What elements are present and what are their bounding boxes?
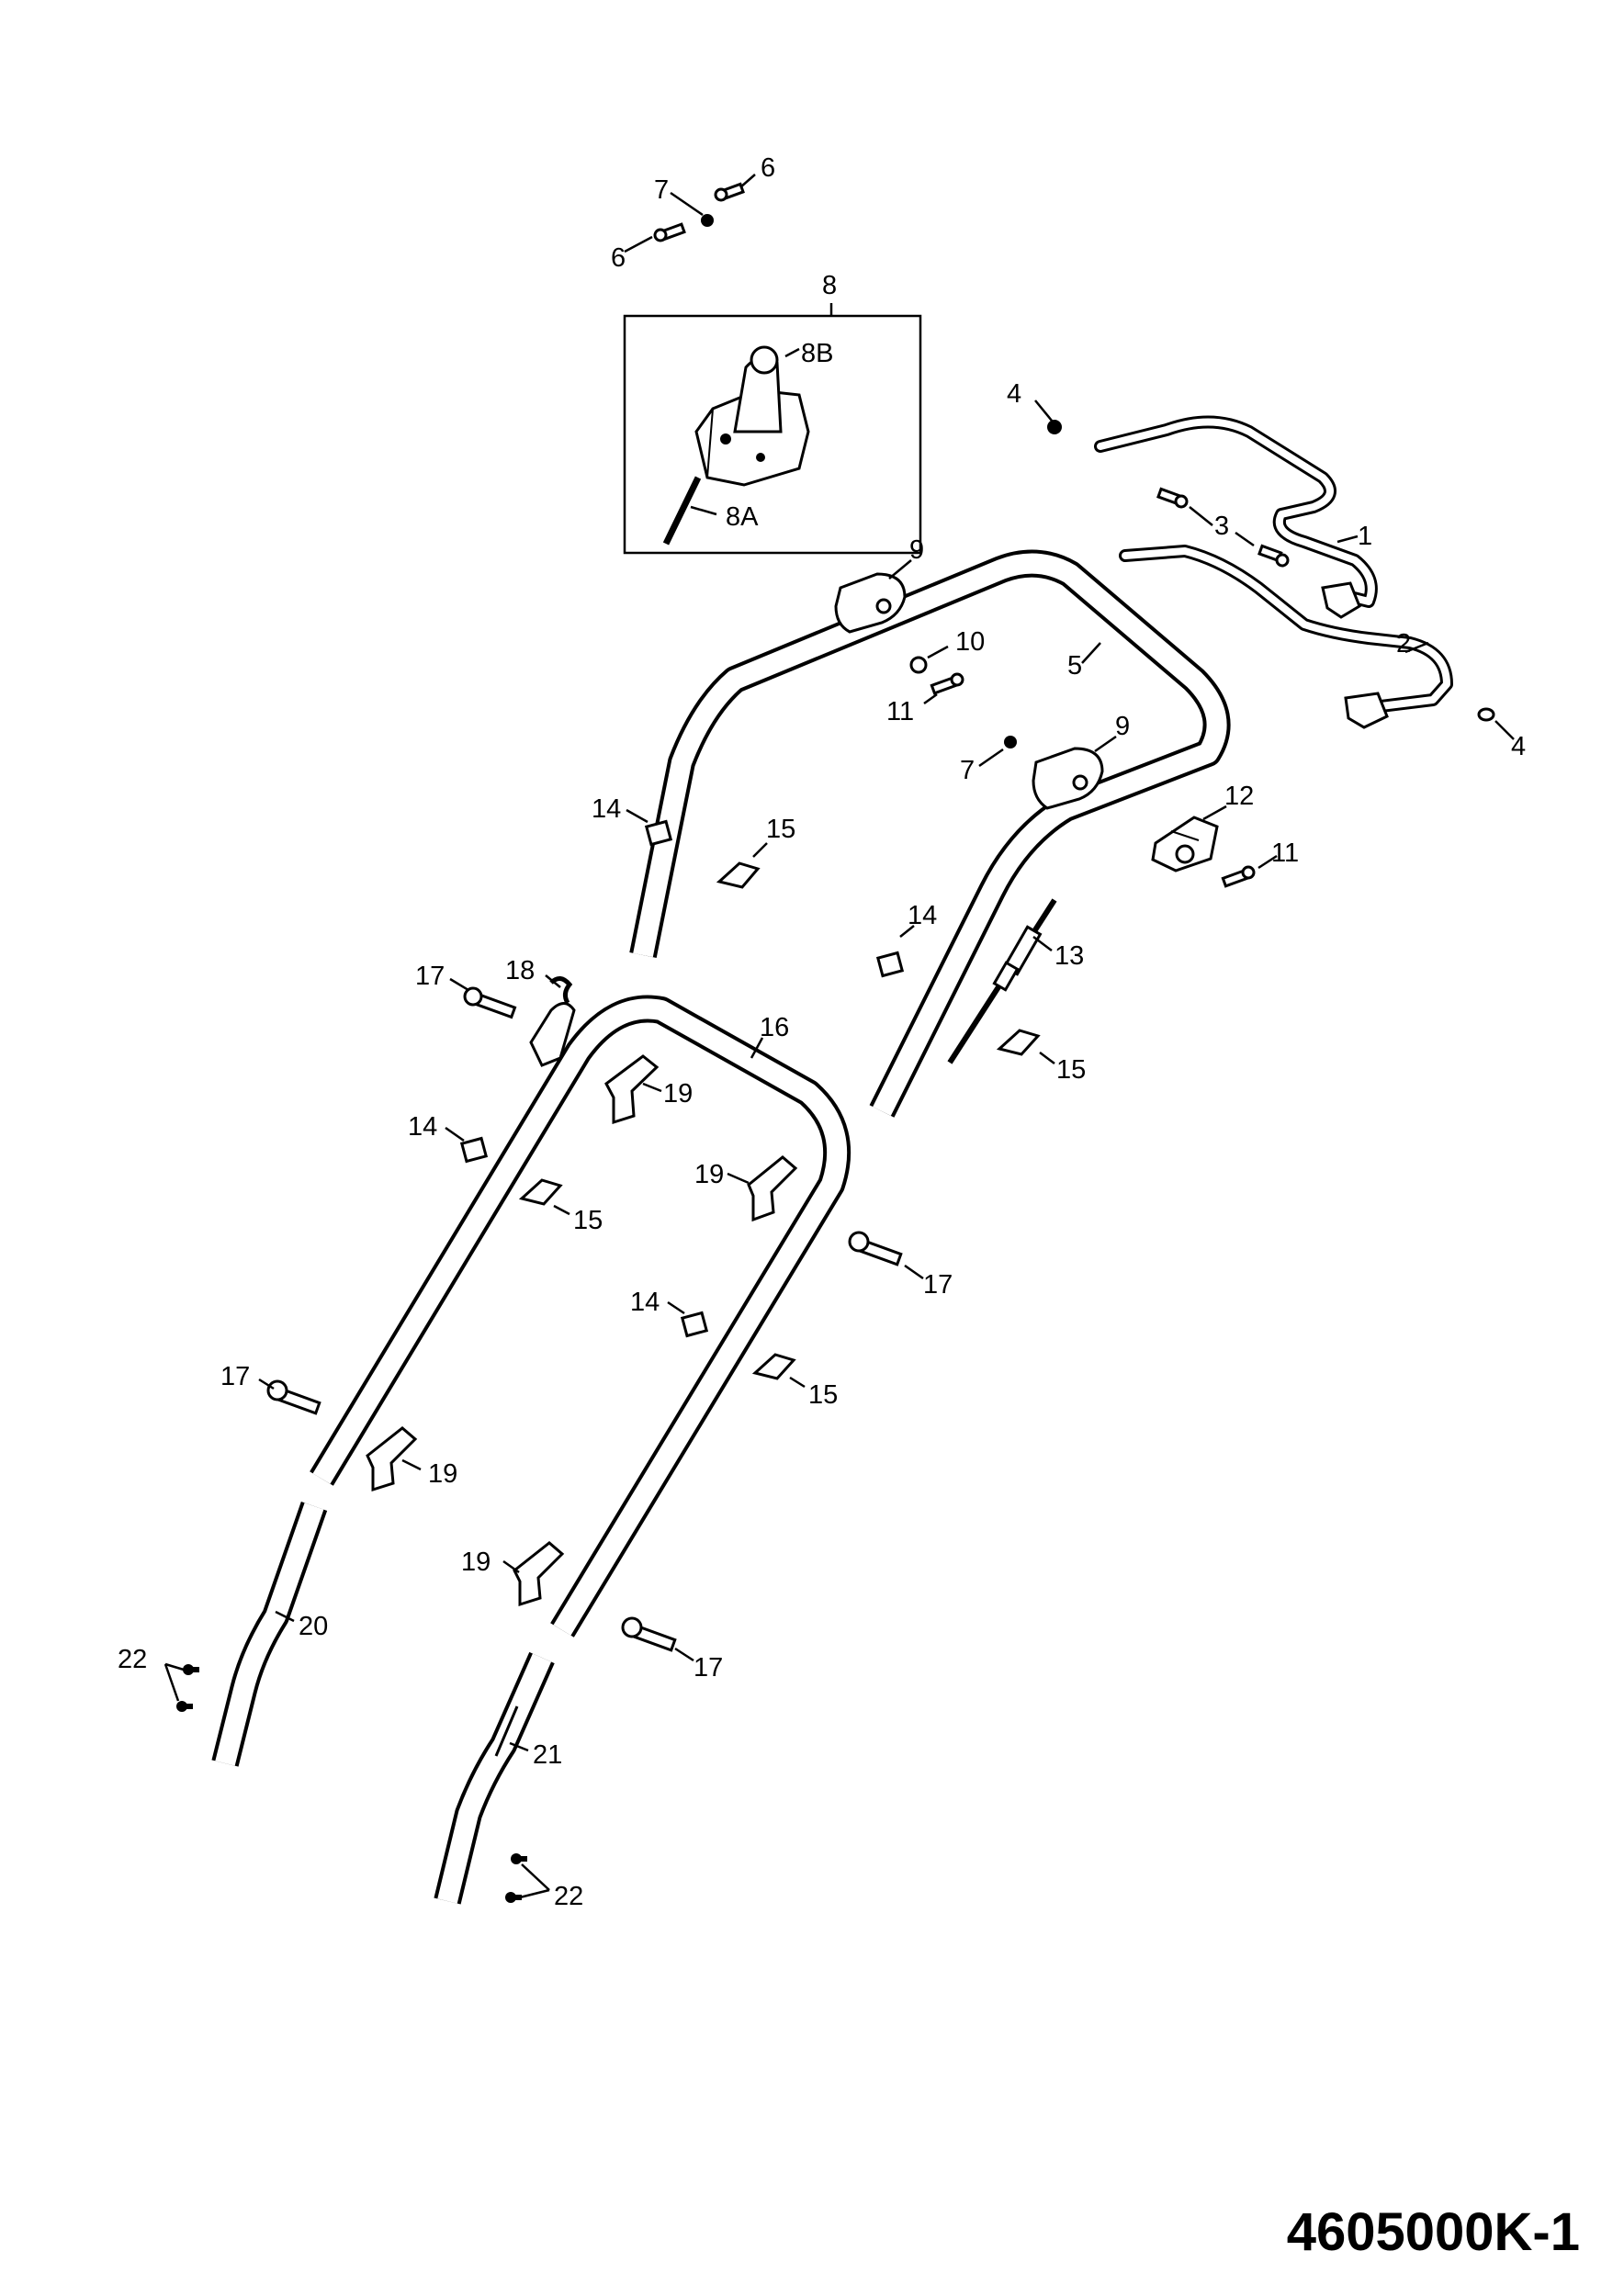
callout-3: 3 — [1214, 512, 1229, 541]
throttle-lever-part-8b — [694, 345, 810, 487]
callout-11-upper: 11 — [886, 697, 914, 726]
callout-2: 2 — [1396, 629, 1411, 658]
nut-part-4-top — [1047, 420, 1062, 434]
screw-part-6-top — [714, 182, 745, 202]
screws-part-22-left — [176, 1664, 199, 1712]
callout-4-top: 4 — [1007, 379, 1021, 409]
drawing-number: 4605000K-1 — [1286, 2202, 1580, 2262]
knob-part-19-c — [366, 1426, 418, 1492]
bolt-part-17-right — [848, 1231, 903, 1266]
knob-part-19-b — [747, 1155, 798, 1222]
plate-part-15-upper-right — [996, 1029, 1041, 1056]
callout-12: 12 — [1224, 782, 1254, 811]
clip-part-4-right — [1477, 707, 1495, 722]
throttle-cable-part-8a — [662, 476, 702, 546]
callout-8: 8 — [822, 271, 837, 300]
lower-handle-part-16 — [310, 995, 851, 1638]
callout-9-lower: 9 — [1115, 712, 1130, 741]
washer-part-10 — [909, 656, 928, 674]
throttle-control-kit-box — [623, 314, 922, 555]
screw-part-11-upper — [930, 672, 964, 695]
callout-21: 21 — [533, 1740, 562, 1770]
callout-19-c: 19 — [428, 1459, 457, 1489]
callout-13: 13 — [1054, 941, 1084, 971]
callout-10: 10 — [955, 627, 985, 657]
plate-part-15-upper-left — [716, 861, 761, 889]
control-bail-rod-part-1 — [1094, 415, 1378, 619]
callout-14-a: 14 — [592, 794, 621, 824]
callout-9-upper: 9 — [909, 535, 924, 565]
spacer-part-14-lower-right — [680, 1311, 709, 1338]
drive-bail-rod-part-2 — [1119, 545, 1453, 729]
callout-22-left: 22 — [118, 1645, 147, 1674]
callout-15-b: 15 — [1056, 1055, 1086, 1085]
spacer-part-14-upper-left — [644, 819, 673, 847]
callout-16: 16 — [760, 1013, 789, 1042]
spacer-part-14-lower-left — [459, 1136, 489, 1164]
cable-guide-part-9-lower — [1032, 747, 1104, 810]
callout-14-b: 14 — [908, 901, 937, 930]
lower-tube-part-21 — [434, 1651, 555, 1905]
bolt-part-17-left — [266, 1379, 321, 1415]
nut-part-7-mid — [1004, 736, 1017, 748]
callout-7-mid: 7 — [960, 756, 975, 785]
callout-18: 18 — [505, 956, 535, 985]
screw-part-11-lower — [1221, 865, 1256, 888]
callout-19-d: 19 — [461, 1548, 491, 1577]
knob-part-19-a — [604, 1054, 660, 1125]
callout-17-b: 17 — [923, 1270, 953, 1300]
upper-handle-part-5 — [629, 549, 1231, 1118]
callout-15-d: 15 — [808, 1380, 838, 1410]
plate-part-15-lower-right — [751, 1353, 796, 1380]
cable-part-13 — [947, 898, 1057, 1064]
callout-19-a: 19 — [663, 1079, 693, 1109]
callout-17-d: 17 — [694, 1653, 723, 1683]
cable-guide-part-9-upper — [834, 572, 907, 634]
callout-14-c: 14 — [408, 1112, 437, 1142]
bolt-part-17-top-left — [463, 986, 517, 1019]
spacer-part-14-upper-right — [875, 951, 905, 978]
screw-part-3-upper — [1156, 487, 1189, 509]
callout-20: 20 — [299, 1612, 328, 1641]
callout-6-left: 6 — [611, 243, 626, 273]
callout-22-right: 22 — [554, 1882, 583, 1911]
nut-part-7-top — [701, 214, 714, 227]
cable-lever-part-18 — [529, 976, 576, 1067]
screws-part-22-right — [505, 1853, 527, 1903]
callout-1: 1 — [1358, 522, 1372, 551]
callout-7-top: 7 — [654, 175, 669, 205]
knob-part-19-d — [513, 1541, 565, 1607]
callout-17-c: 17 — [220, 1362, 250, 1391]
callout-14-d: 14 — [630, 1288, 660, 1317]
callout-15-c: 15 — [573, 1206, 603, 1235]
lower-tube-part-20 — [211, 1502, 328, 1767]
callout-4-right: 4 — [1511, 732, 1526, 761]
callout-15-a: 15 — [766, 815, 795, 844]
bolt-part-17-bottom — [621, 1616, 677, 1652]
callout-11-lower: 11 — [1271, 838, 1299, 868]
cable-clip-part-12 — [1151, 816, 1219, 872]
callout-8B: 8B — [801, 339, 833, 368]
screw-part-6-left — [653, 222, 686, 242]
screw-part-3-lower — [1257, 544, 1290, 568]
callout-17-a: 17 — [415, 962, 445, 991]
callout-5: 5 — [1067, 651, 1082, 681]
plate-part-15-lower-left — [518, 1178, 563, 1206]
callout-19-b: 19 — [694, 1160, 724, 1189]
callout-6-top: 6 — [761, 153, 775, 183]
callout-8A: 8A — [726, 502, 759, 532]
